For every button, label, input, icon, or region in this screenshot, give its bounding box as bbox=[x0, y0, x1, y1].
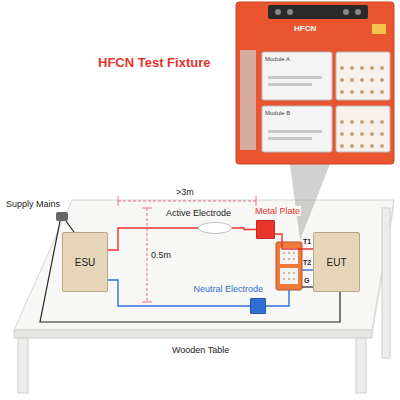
node-shape bbox=[198, 222, 232, 234]
wire bbox=[302, 269, 313, 270]
wire bbox=[302, 286, 313, 287]
node-shape bbox=[256, 220, 275, 239]
node-shape bbox=[250, 298, 266, 314]
mains-plug bbox=[56, 212, 68, 221]
dimension-label: 0.5m bbox=[151, 250, 171, 260]
electrode: Active Electrode bbox=[198, 222, 232, 234]
wire-connector bbox=[232, 228, 256, 230]
wire bbox=[275, 234, 313, 249]
node-label: Active Electrode bbox=[165, 208, 232, 218]
node-label: ESU bbox=[75, 257, 96, 268]
table-leg bbox=[382, 208, 390, 358]
wire-connector bbox=[108, 228, 198, 250]
generator-box: ESU bbox=[62, 232, 108, 292]
table-leg bbox=[18, 338, 28, 393]
node-label: Neutral Electrode bbox=[192, 284, 264, 294]
node-label: EUT bbox=[327, 257, 347, 268]
mains-cord bbox=[40, 221, 340, 322]
terminal-label: G bbox=[304, 277, 309, 285]
table-edge bbox=[14, 330, 372, 338]
fixture-photo bbox=[236, 2, 394, 164]
node-shape: EUT bbox=[313, 232, 360, 292]
module-label: Module A bbox=[265, 56, 290, 63]
node-shape: ESU bbox=[62, 232, 108, 292]
source-label: Supply Mains bbox=[6, 199, 60, 209]
equipment-box: EUT bbox=[313, 232, 360, 292]
electrode: Neutral Electrode bbox=[250, 298, 266, 314]
table-leg bbox=[356, 338, 366, 393]
node-label: Metal Plate bbox=[254, 206, 301, 216]
figure-title: HFCN Test Fixture bbox=[98, 55, 210, 70]
callout-wedge bbox=[290, 164, 330, 240]
mains-cord bbox=[66, 221, 74, 232]
surface-label: Wooden Table bbox=[172, 345, 229, 355]
wire bbox=[266, 290, 289, 306]
logo-text: HFCN bbox=[294, 24, 316, 33]
module-label: Module B bbox=[265, 110, 290, 117]
metal-plate: Metal Plate bbox=[256, 220, 275, 239]
terminal-label: T1 bbox=[303, 238, 311, 246]
dimension-label: >3m bbox=[176, 187, 194, 197]
table-top bbox=[14, 200, 394, 330]
terminal-label: T2 bbox=[303, 259, 311, 267]
